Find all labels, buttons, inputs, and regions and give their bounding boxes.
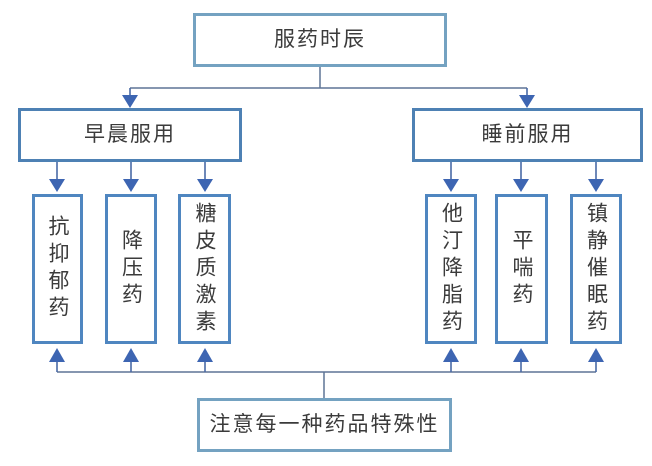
node-footer-note: 注意每一种药品特殊性 — [197, 398, 452, 452]
arrowhead-to-morning — [122, 95, 138, 108]
node-sedative-hypnotics-label: 镇静催眠药 — [584, 201, 608, 337]
node-statins-label: 他汀降脂药 — [439, 201, 463, 337]
node-antihypertensives-label: 降压药 — [119, 228, 143, 310]
arrowhead-up-3 — [197, 348, 213, 362]
arrowhead-morning-child-2 — [123, 179, 139, 192]
node-bedtime-label: 睡前服用 — [481, 123, 574, 147]
node-statins: 他汀降脂药 — [425, 194, 477, 344]
node-antidepressants: 抗抑郁药 — [32, 194, 83, 344]
node-morning: 早晨服用 — [18, 108, 242, 162]
node-glucocorticoids-label: 糖皮质激素 — [193, 201, 216, 337]
arrowhead-morning-child-3 — [197, 179, 213, 192]
node-antidepressants-label: 抗抑郁药 — [46, 215, 69, 323]
node-title: 服药时辰 — [193, 13, 447, 67]
arrowhead-up-6 — [588, 348, 604, 362]
node-morning-label: 早晨服用 — [84, 123, 176, 147]
node-antiasthmatics: 平喘药 — [495, 194, 548, 344]
arrowhead-up-1 — [49, 348, 65, 362]
node-sedative-hypnotics: 镇静催眠药 — [570, 194, 622, 344]
node-antiasthmatics-label: 平喘药 — [510, 228, 533, 310]
arrowhead-bedtime-child-3 — [588, 179, 604, 192]
node-title-label: 服药时辰 — [274, 28, 366, 52]
arrowhead-up-4 — [443, 348, 459, 362]
arrowhead-up-5 — [513, 348, 529, 362]
node-footer-note-label: 注意每一种药品特殊性 — [209, 413, 440, 437]
node-glucocorticoids: 糖皮质激素 — [178, 194, 231, 344]
node-antihypertensives: 降压药 — [105, 194, 157, 344]
arrowhead-to-bedtime — [519, 95, 535, 108]
arrowhead-bedtime-child-1 — [443, 179, 459, 192]
arrowhead-bedtime-child-2 — [513, 179, 529, 192]
node-bedtime: 睡前服用 — [412, 108, 643, 162]
arrowhead-morning-child-1 — [49, 179, 65, 192]
arrowhead-up-2 — [123, 348, 139, 362]
